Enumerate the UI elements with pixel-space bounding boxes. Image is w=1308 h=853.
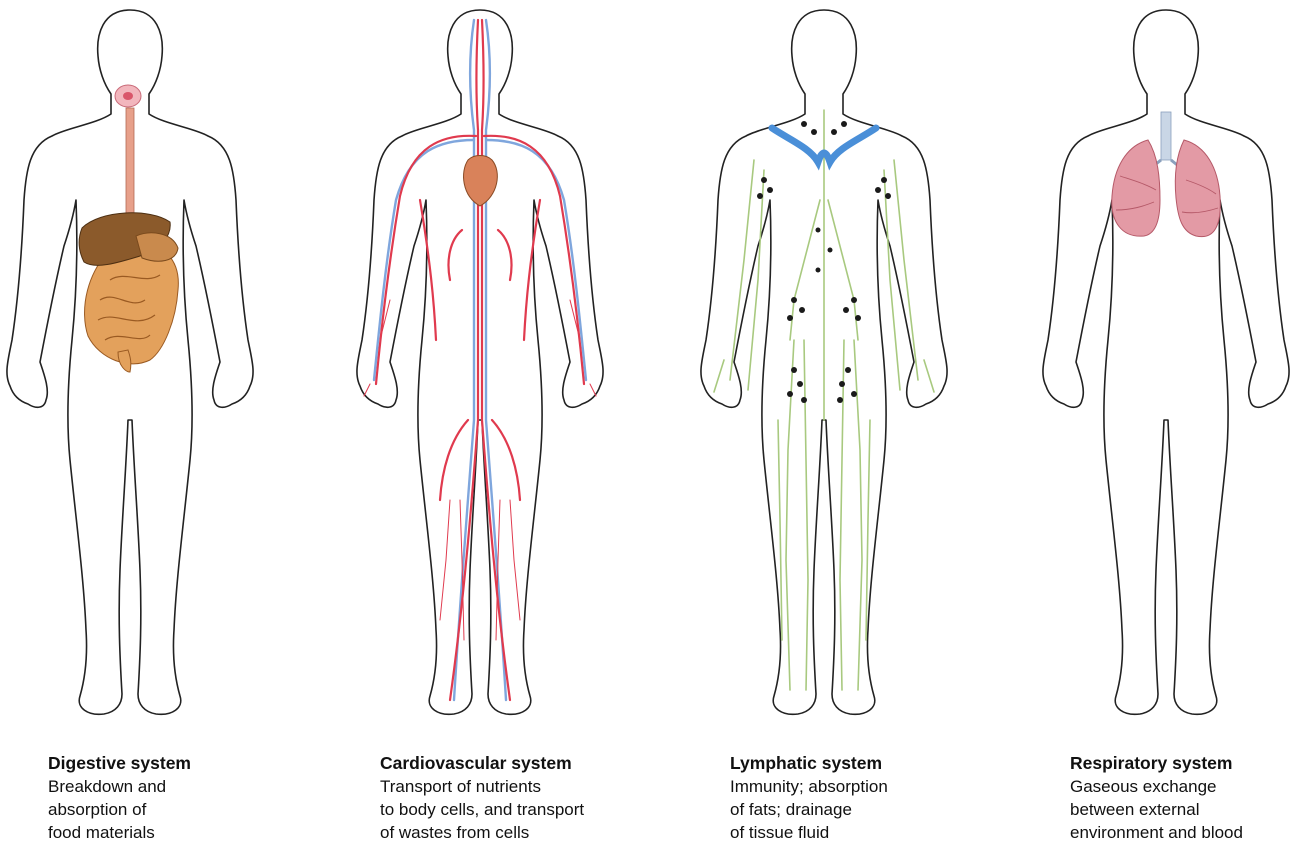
respiratory-caption: Respiratory system Gaseous exchange betw…: [1070, 752, 1243, 844]
description-line: food materials: [48, 821, 191, 844]
digestive-panel: Digestive system Breakdown and absorptio…: [0, 0, 327, 853]
lymphatic-panel: Lymphatic system Immunity; absorption of…: [694, 0, 1021, 853]
description-line: between external: [1070, 798, 1243, 821]
description-line: Transport of nutrients: [380, 775, 584, 798]
lymphatic-caption: Lymphatic system Immunity; absorption of…: [730, 752, 888, 844]
system-title: Cardiovascular system: [380, 752, 584, 775]
digestive-caption: Digestive system Breakdown and absorptio…: [48, 752, 191, 844]
blood-vessels-figure: [350, 0, 677, 740]
description-line: to body cells, and transport: [380, 798, 584, 821]
description-line: absorption of: [48, 798, 191, 821]
description-line: Gaseous exchange: [1070, 775, 1243, 798]
description-line: Breakdown and: [48, 775, 191, 798]
description-line: of fats; drainage: [730, 798, 888, 821]
system-title: Respiratory system: [1070, 752, 1243, 775]
description-line: environment and blood: [1070, 821, 1243, 844]
system-title: Digestive system: [48, 752, 191, 775]
respiratory-panel: Respiratory system Gaseous exchange betw…: [1036, 0, 1308, 853]
system-title: Lymphatic system: [730, 752, 888, 775]
description-line: of tissue fluid: [730, 821, 888, 844]
cardiovascular-caption: Cardiovascular system Transport of nutri…: [380, 752, 584, 844]
cardiovascular-panel: Cardiovascular system Transport of nutri…: [350, 0, 677, 853]
description-line: Immunity; absorption: [730, 775, 888, 798]
description-line: of wastes from cells: [380, 821, 584, 844]
lungs-figure: [1036, 0, 1308, 740]
digestive-organs-figure: [0, 0, 327, 740]
lymph-vessels-figure: [694, 0, 1021, 740]
